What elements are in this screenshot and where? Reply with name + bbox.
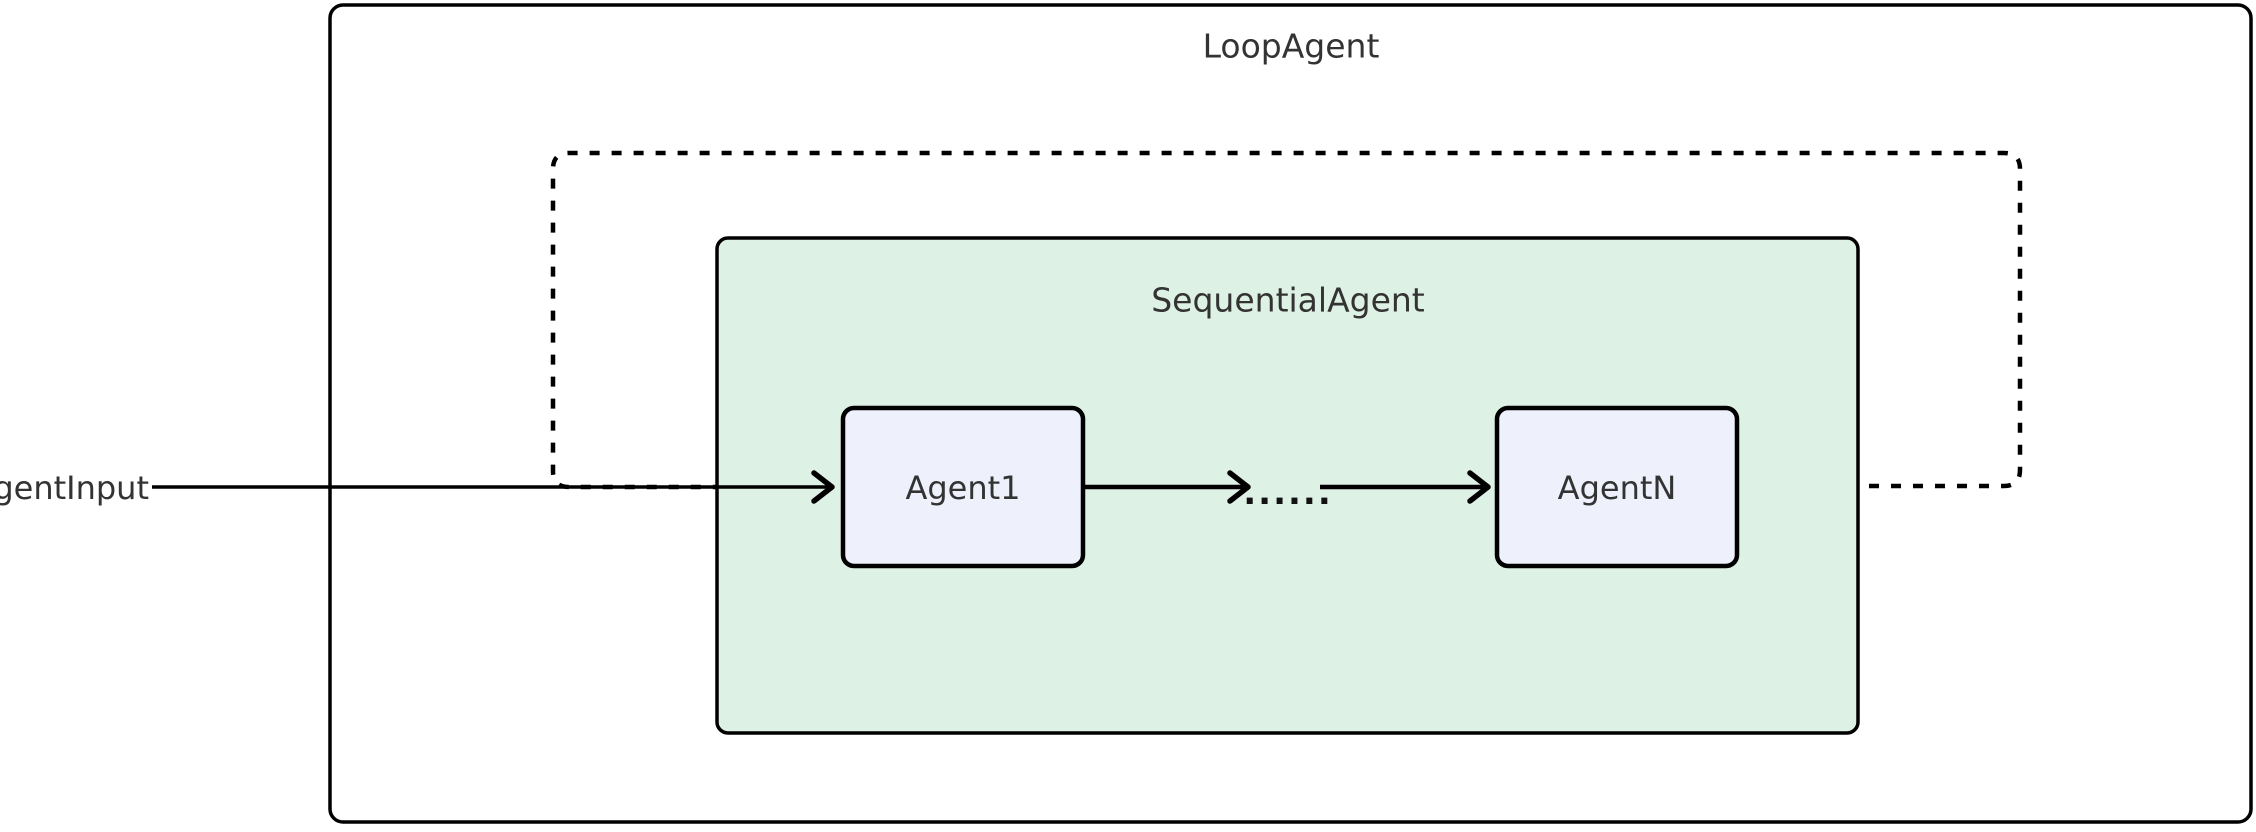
agent-input-label: AgentInput <box>0 469 149 507</box>
node-agentn-label: AgentN <box>1558 469 1677 507</box>
node-agent1-label: Agent1 <box>905 469 1020 507</box>
ellipsis-label: ...... <box>1243 473 1333 513</box>
node-agentn <box>1494 405 1740 569</box>
loop-agent-label: LoopAgent <box>1203 27 1380 66</box>
sequential-agent-label: SequentialAgent <box>1151 281 1425 320</box>
